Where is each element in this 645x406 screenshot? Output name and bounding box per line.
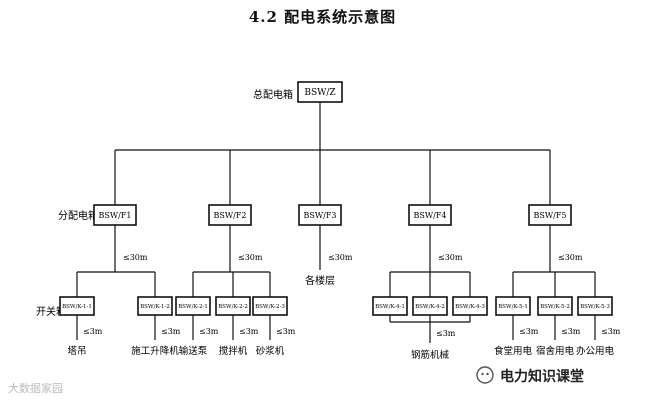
switch-box-4-2-label: BSW/K-4-2 [415,304,445,310]
distance-secondary: ≤3m [199,327,219,336]
switch-box-5-3-label: BSW/K-5-3 [580,304,610,310]
switch-box-2-2-label: BSW/K-2-2 [218,304,248,310]
distance-secondary: ≤3m [601,327,621,336]
watermark-right: 电力知识课堂 [500,369,584,385]
dist-box-2-label: BSW/F2 [214,211,247,220]
label-switch-box: 开关箱 [36,305,66,318]
load-label: 宿舍用电 [536,345,575,357]
distance-primary-2: ≤30m [238,253,263,262]
distance-secondary: ≤3m [161,327,181,336]
distance-secondary: ≤3m [276,327,296,336]
switch-box-1-1-label: BSW/K-1-1 [62,304,92,310]
distance-primary-3: ≤30m [328,253,353,262]
distance-secondary: ≤3m [519,327,539,336]
distance-primary-1: ≤30m [123,253,148,262]
group-load-label: 钢筋机械 [411,349,450,361]
load-label: 搅拌机 [219,345,248,357]
label-main-box: 总配电箱 [253,88,293,101]
distance-primary-4: ≤30m [438,253,463,262]
load-label: 塔吊 [67,345,86,357]
distance-primary-5: ≤30m [558,253,583,262]
distance-secondary: ≤3m [561,327,581,336]
floor-label: 各楼层 [305,274,335,287]
label-dist-box: 分配电箱 [58,209,98,222]
diagram-title: 4.2 配电系统示意图 [248,8,397,26]
load-label: 施工升降机 [131,345,179,357]
switch-box-5-2-label: BSW/K-5-2 [540,304,570,310]
switch-box-2-1-label: BSW/K-2-1 [178,304,208,310]
dist-box-5-label: BSW/F5 [534,211,567,220]
load-label: 输送泵 [179,345,208,357]
switch-box-4-1-label: BSW/K-4-1 [375,304,405,310]
distance-secondary: ≤3m [436,329,456,338]
switch-box-1-2-label: BSW/K-1-2 [140,304,170,310]
load-label: 办公用电 [576,345,615,357]
dist-box-3-label: BSW/F3 [304,211,337,220]
load-label: 食堂用电 [494,345,533,357]
switch-box-5-1-label: BSW/K-5-1 [498,304,528,310]
watermark-left: 大数据家园 [8,382,63,395]
switch-box-4-3-label: BSW/K-4-3 [455,304,485,310]
wechat-icon [476,366,494,384]
load-label: 砂浆机 [256,345,285,357]
dist-box-4-label: BSW/F4 [414,211,447,220]
distance-secondary: ≤3m [239,327,259,336]
dist-box-1-label: BSW/F1 [99,211,132,220]
distance-secondary: ≤3m [83,327,103,336]
main-box-label: BSW/Z [304,88,335,98]
switch-box-2-3-label: BSW/K-2-3 [255,304,285,310]
